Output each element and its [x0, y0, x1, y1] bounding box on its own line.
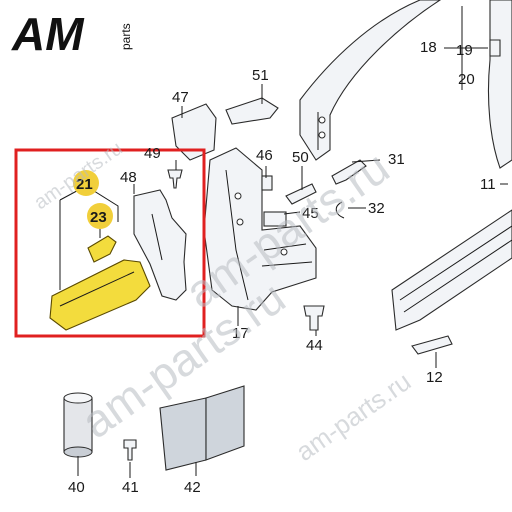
label-31: 31: [388, 151, 405, 168]
highlight-box: [14, 148, 206, 338]
label-44: 44: [306, 337, 323, 354]
logo-suffix: parts: [119, 23, 133, 50]
bolt-49-part: [167, 169, 183, 189]
label-40: 40: [68, 479, 85, 496]
label-23: 23: [90, 209, 107, 226]
label-21: 21: [76, 176, 93, 193]
bracket-12-part: [411, 335, 453, 355]
cap-40-part: [63, 392, 93, 458]
label-51: 51: [252, 67, 269, 84]
label-20: 20: [458, 71, 475, 88]
bracket-23-part: [87, 235, 117, 263]
clip-32-part: [335, 201, 345, 219]
reinforcement-48-part: [133, 189, 187, 301]
bolt-44-part: [303, 305, 325, 331]
label-48: 48: [120, 169, 137, 186]
label-47: 47: [172, 89, 189, 106]
label-46: 46: [256, 147, 273, 164]
badge-23: [87, 203, 113, 229]
label-45: 45: [302, 205, 319, 222]
hinge-31-part: [331, 159, 367, 185]
clip-19-part: [489, 39, 501, 57]
sill-panel-part: [391, 209, 512, 331]
plug-41-part: [123, 439, 137, 461]
label-19: 19: [456, 42, 473, 59]
bracket-45-part: [263, 211, 287, 227]
b-pillar-assembly-part: [203, 147, 317, 311]
label-49: 49: [144, 145, 161, 162]
label-11: 11: [480, 176, 496, 193]
watermark-4: am-parts.ru: [290, 366, 416, 467]
label-18: 18: [420, 39, 437, 56]
label-12: 12: [426, 369, 443, 386]
leader-lines: [59, 6, 508, 478]
pad-50-part: [285, 183, 317, 205]
label-41: 41: [122, 479, 139, 496]
sound-pad-42-part: [159, 385, 245, 471]
brand-logo: AM parts: [11, 8, 133, 60]
label-50: 50: [292, 149, 309, 166]
label-17: 17: [232, 325, 249, 342]
roof-rail-part: [487, 0, 512, 169]
label-32: 32: [368, 200, 385, 217]
bracket-47-part: [171, 103, 217, 161]
logo-letters: AM: [11, 8, 85, 60]
longitudinal-member-21-part: [49, 259, 151, 331]
a-pillar-part: [299, 0, 442, 161]
badge-21: [73, 170, 99, 196]
clip-46-part: [261, 175, 273, 191]
plate-51-part: [225, 97, 279, 125]
label-42: 42: [184, 479, 201, 496]
